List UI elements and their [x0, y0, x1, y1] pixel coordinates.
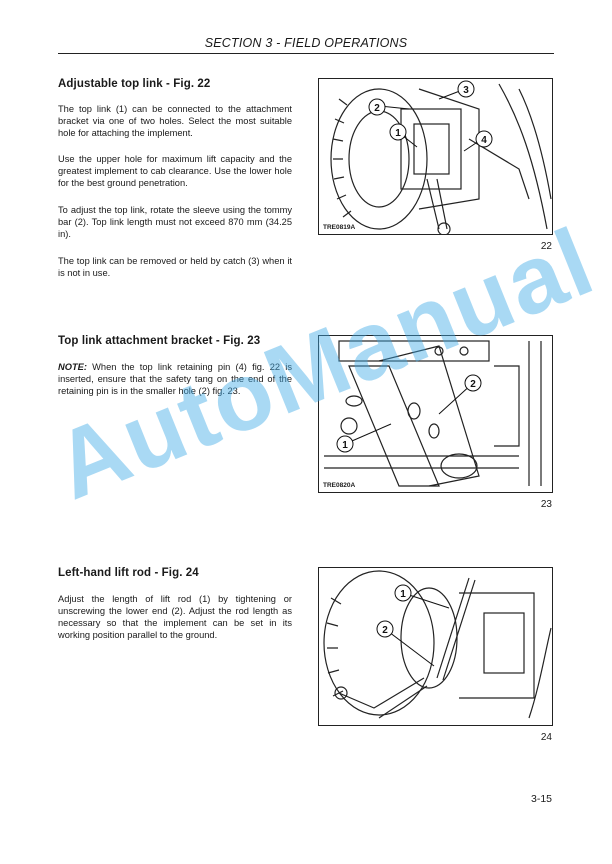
page-number: 3-15 [530, 793, 552, 805]
figure-number: 24 [540, 732, 552, 743]
paragraph: Adjust the length of lift rod (1) by tig… [58, 594, 292, 640]
section-title-attachment-bracket: Top link attachment bracket - Fig. 23 [58, 335, 261, 347]
section-title-top-link: Adjustable top link - Fig. 22 [58, 78, 211, 90]
paragraph: Use the upper hole for maximum lift capa… [58, 154, 292, 188]
note-label: NOTE: [58, 362, 87, 372]
callout-4: 4 [481, 135, 487, 146]
callout-2: 2 [374, 103, 380, 114]
paragraph: The top link can be removed or held by c… [58, 256, 292, 278]
header-rule [58, 53, 554, 54]
figure-24-image: 1 2 [318, 567, 553, 726]
paragraph: To adjust the top link, rotate the sleev… [58, 205, 292, 239]
note-text: When the top link retaining pin (4) fig.… [58, 362, 292, 396]
figure-code: TRE0819A [323, 224, 356, 231]
paragraph: The top link (1) can be connected to the… [58, 104, 292, 138]
section-header: SECTION 3 - FIELD OPERATIONS [204, 36, 408, 50]
figure-23-image: 1 2 TRE0820A [318, 335, 553, 493]
callout-2: 2 [470, 379, 476, 390]
attachment-bracket-illustration [324, 340, 542, 487]
callout-2: 2 [382, 625, 388, 636]
callout-1: 1 [342, 440, 348, 451]
figure-number: 22 [540, 241, 552, 252]
figure-22-image: 1 2 3 4 TRE0819A [318, 78, 553, 235]
figure-number: 23 [540, 499, 552, 510]
callout-3: 3 [463, 85, 469, 96]
lift-rod-illustration [323, 570, 552, 719]
figure-code: TRE0820A [323, 482, 356, 489]
callout-1: 1 [400, 589, 406, 600]
section-title-lift-rod: Left-hand lift rod - Fig. 24 [58, 567, 199, 579]
callout-1: 1 [395, 128, 401, 139]
note-paragraph: NOTE: When the top link retaining pin (4… [58, 361, 292, 397]
tractor-top-link-illustration [330, 83, 552, 234]
